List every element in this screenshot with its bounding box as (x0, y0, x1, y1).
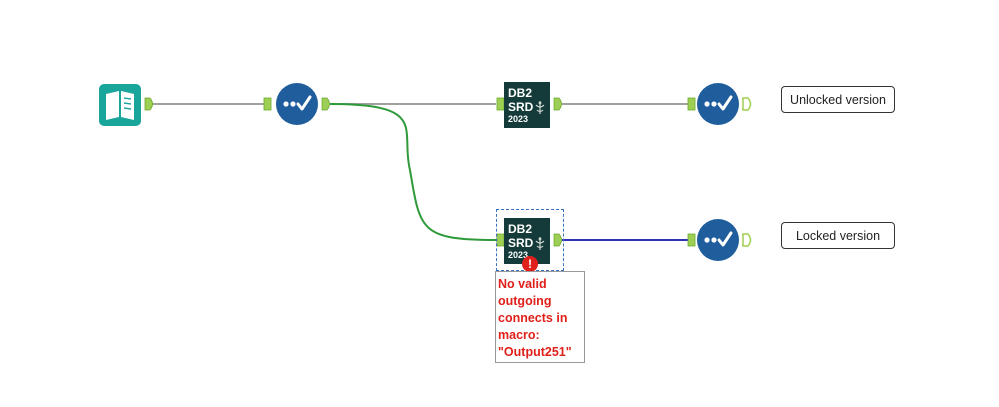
input-data-icon (106, 91, 134, 120)
browse-tool-icon (704, 95, 733, 111)
output-anchor[interactable] (742, 233, 752, 247)
output-anchor[interactable] (553, 233, 562, 247)
macro-tool-line2: SRD (508, 100, 534, 114)
input-anchor[interactable] (263, 97, 272, 111)
comment-locked-version[interactable]: Locked version (781, 222, 895, 249)
macro-tool-locked[interactable]: DB2 SRD 2023 (504, 218, 550, 264)
input-data-tool[interactable] (99, 84, 141, 126)
macro-tool-line1: DB2 (508, 222, 533, 236)
input-anchor[interactable] (687, 233, 696, 247)
browse-tool[interactable] (697, 83, 739, 125)
error-message: No valid outgoing connects in macro: "Ou… (495, 271, 585, 363)
macro-tool-unlocked[interactable]: DB2 SRD 2023 (504, 82, 550, 128)
select-tool-icon (283, 95, 312, 111)
macro-tool-line3: 2023 (508, 250, 529, 260)
emblem-icon (535, 237, 545, 250)
output-anchor[interactable] (321, 97, 330, 111)
output-anchor[interactable] (553, 97, 562, 111)
macro-tool-line3: 2023 (508, 114, 529, 124)
output-anchor[interactable] (144, 97, 153, 111)
browse-tool-icon (704, 231, 733, 247)
input-anchor[interactable] (496, 97, 505, 111)
comment-unlocked-version[interactable]: Unlocked version (781, 86, 895, 113)
input-anchor[interactable] (687, 97, 696, 111)
output-anchor[interactable] (742, 97, 752, 111)
select-tool[interactable] (276, 83, 318, 125)
connection-select-to-macro-bottom[interactable] (329, 103, 497, 241)
browse-tool[interactable] (697, 219, 739, 261)
emblem-icon (535, 101, 545, 114)
macro-tool-line1: DB2 (508, 86, 533, 100)
error-icon: ! (522, 256, 538, 272)
macro-tool-line2: SRD (508, 236, 534, 250)
